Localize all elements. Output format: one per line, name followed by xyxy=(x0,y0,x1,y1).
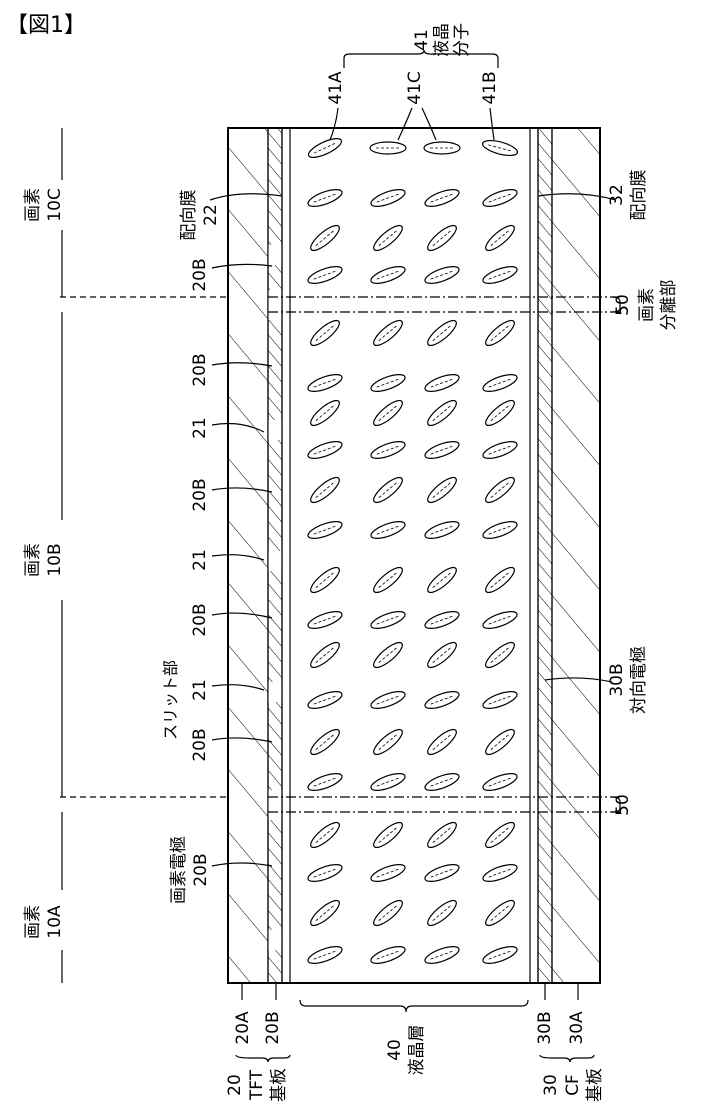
pixel-10c-name: 画素 xyxy=(23,188,43,222)
alignment-22-name: 配向膜 xyxy=(179,190,199,241)
bottom-kiban-2: 基板 xyxy=(585,1068,605,1102)
label-21-2: 21 xyxy=(190,549,210,571)
slit-name-label: スリット部 xyxy=(161,660,180,740)
cf-substrate-30a xyxy=(552,128,600,983)
panel-structure xyxy=(228,128,600,983)
bottom-30a: 30A xyxy=(567,1011,587,1045)
pixel-labels: 画素 10C 画素 10B 画素 10A xyxy=(23,128,65,983)
label-20b-4: 20B xyxy=(190,603,210,636)
pixel-10a-name: 画素 xyxy=(23,905,43,939)
bottom-cf: CF xyxy=(563,1074,583,1096)
label-21-3: 21 xyxy=(190,679,210,701)
counter-electrode-30b xyxy=(538,128,552,983)
pixel-electrode-name: 画素電極 xyxy=(169,836,189,904)
lc-name-2: 分子 xyxy=(452,23,472,57)
label-21-1: 21 xyxy=(190,417,210,439)
pixel-10b-name: 画素 xyxy=(23,543,43,577)
alignment-32-name: 配向膜 xyxy=(629,170,649,221)
bottom-30b: 30B xyxy=(535,1011,555,1044)
pixel-10b-id: 10B xyxy=(45,543,65,576)
separator-name-1: 画素 xyxy=(637,288,657,322)
bottom-tft: TFT xyxy=(247,1069,267,1101)
counter-name: 対向電極 xyxy=(629,646,649,714)
label-20b-3: 20B xyxy=(190,478,210,511)
bottom-30: 30 xyxy=(541,1074,561,1096)
pixel-separators xyxy=(60,297,620,812)
bottom-20a: 20A xyxy=(233,1011,253,1045)
lc-name-1: 液晶 xyxy=(432,23,452,57)
label-20b-2: 20B xyxy=(190,353,210,386)
bottom-labels: 20A 20B 20 TFT 基板 40 液晶層 30B 30A 30 CF 基… xyxy=(225,983,605,1102)
separator-name-2: 分離部 xyxy=(659,280,679,331)
mol-41a-label: 41A xyxy=(326,71,346,105)
mol-41c-label: 41C xyxy=(405,71,425,105)
figure-title: 【図1】 xyxy=(6,13,86,38)
bottom-kiban-1: 基板 xyxy=(269,1068,289,1102)
alignment-32-num: 32 xyxy=(607,184,627,206)
lc-molecule-labels: 41 液晶 分子 41A 41C 41B xyxy=(326,23,500,140)
bottom-40: 40 xyxy=(385,1039,405,1061)
label-20b-5: 20B xyxy=(190,728,210,761)
alignment-22-num: 22 xyxy=(201,204,221,226)
lc-num: 41 xyxy=(412,29,432,51)
bottom-lc-layer: 液晶層 xyxy=(407,1025,427,1076)
mol-41b-label: 41B xyxy=(480,71,500,104)
counter-num: 30B xyxy=(607,663,627,696)
bottom-20b: 20B xyxy=(263,1011,283,1044)
pixel-10c-id: 10C xyxy=(45,188,65,222)
bottom-20: 20 xyxy=(225,1074,245,1096)
pixel-10a-id: 10A xyxy=(45,905,65,939)
label-20b-1: 20B xyxy=(190,258,210,291)
liquid-crystal-molecules xyxy=(306,135,519,967)
pixel-electrode-num: 20B xyxy=(191,853,211,886)
